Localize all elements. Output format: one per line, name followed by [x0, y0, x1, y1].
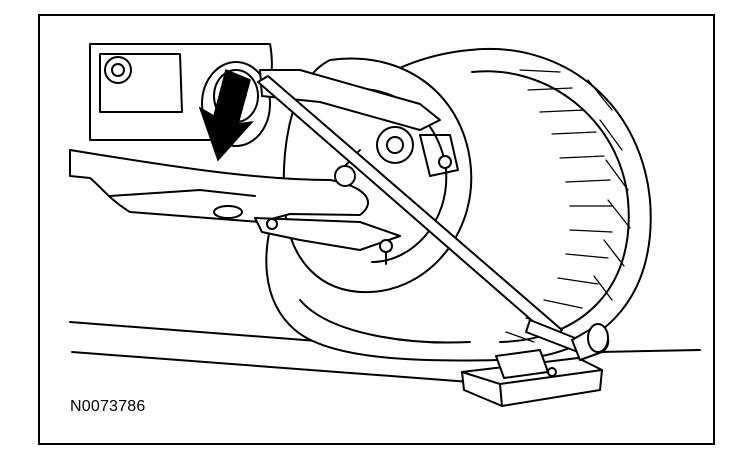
floor-jack: [461, 323, 610, 407]
indicator-arrow: [198, 68, 254, 162]
jack-handle: [257, 75, 581, 353]
figure-code-label: N0073786: [70, 398, 146, 415]
